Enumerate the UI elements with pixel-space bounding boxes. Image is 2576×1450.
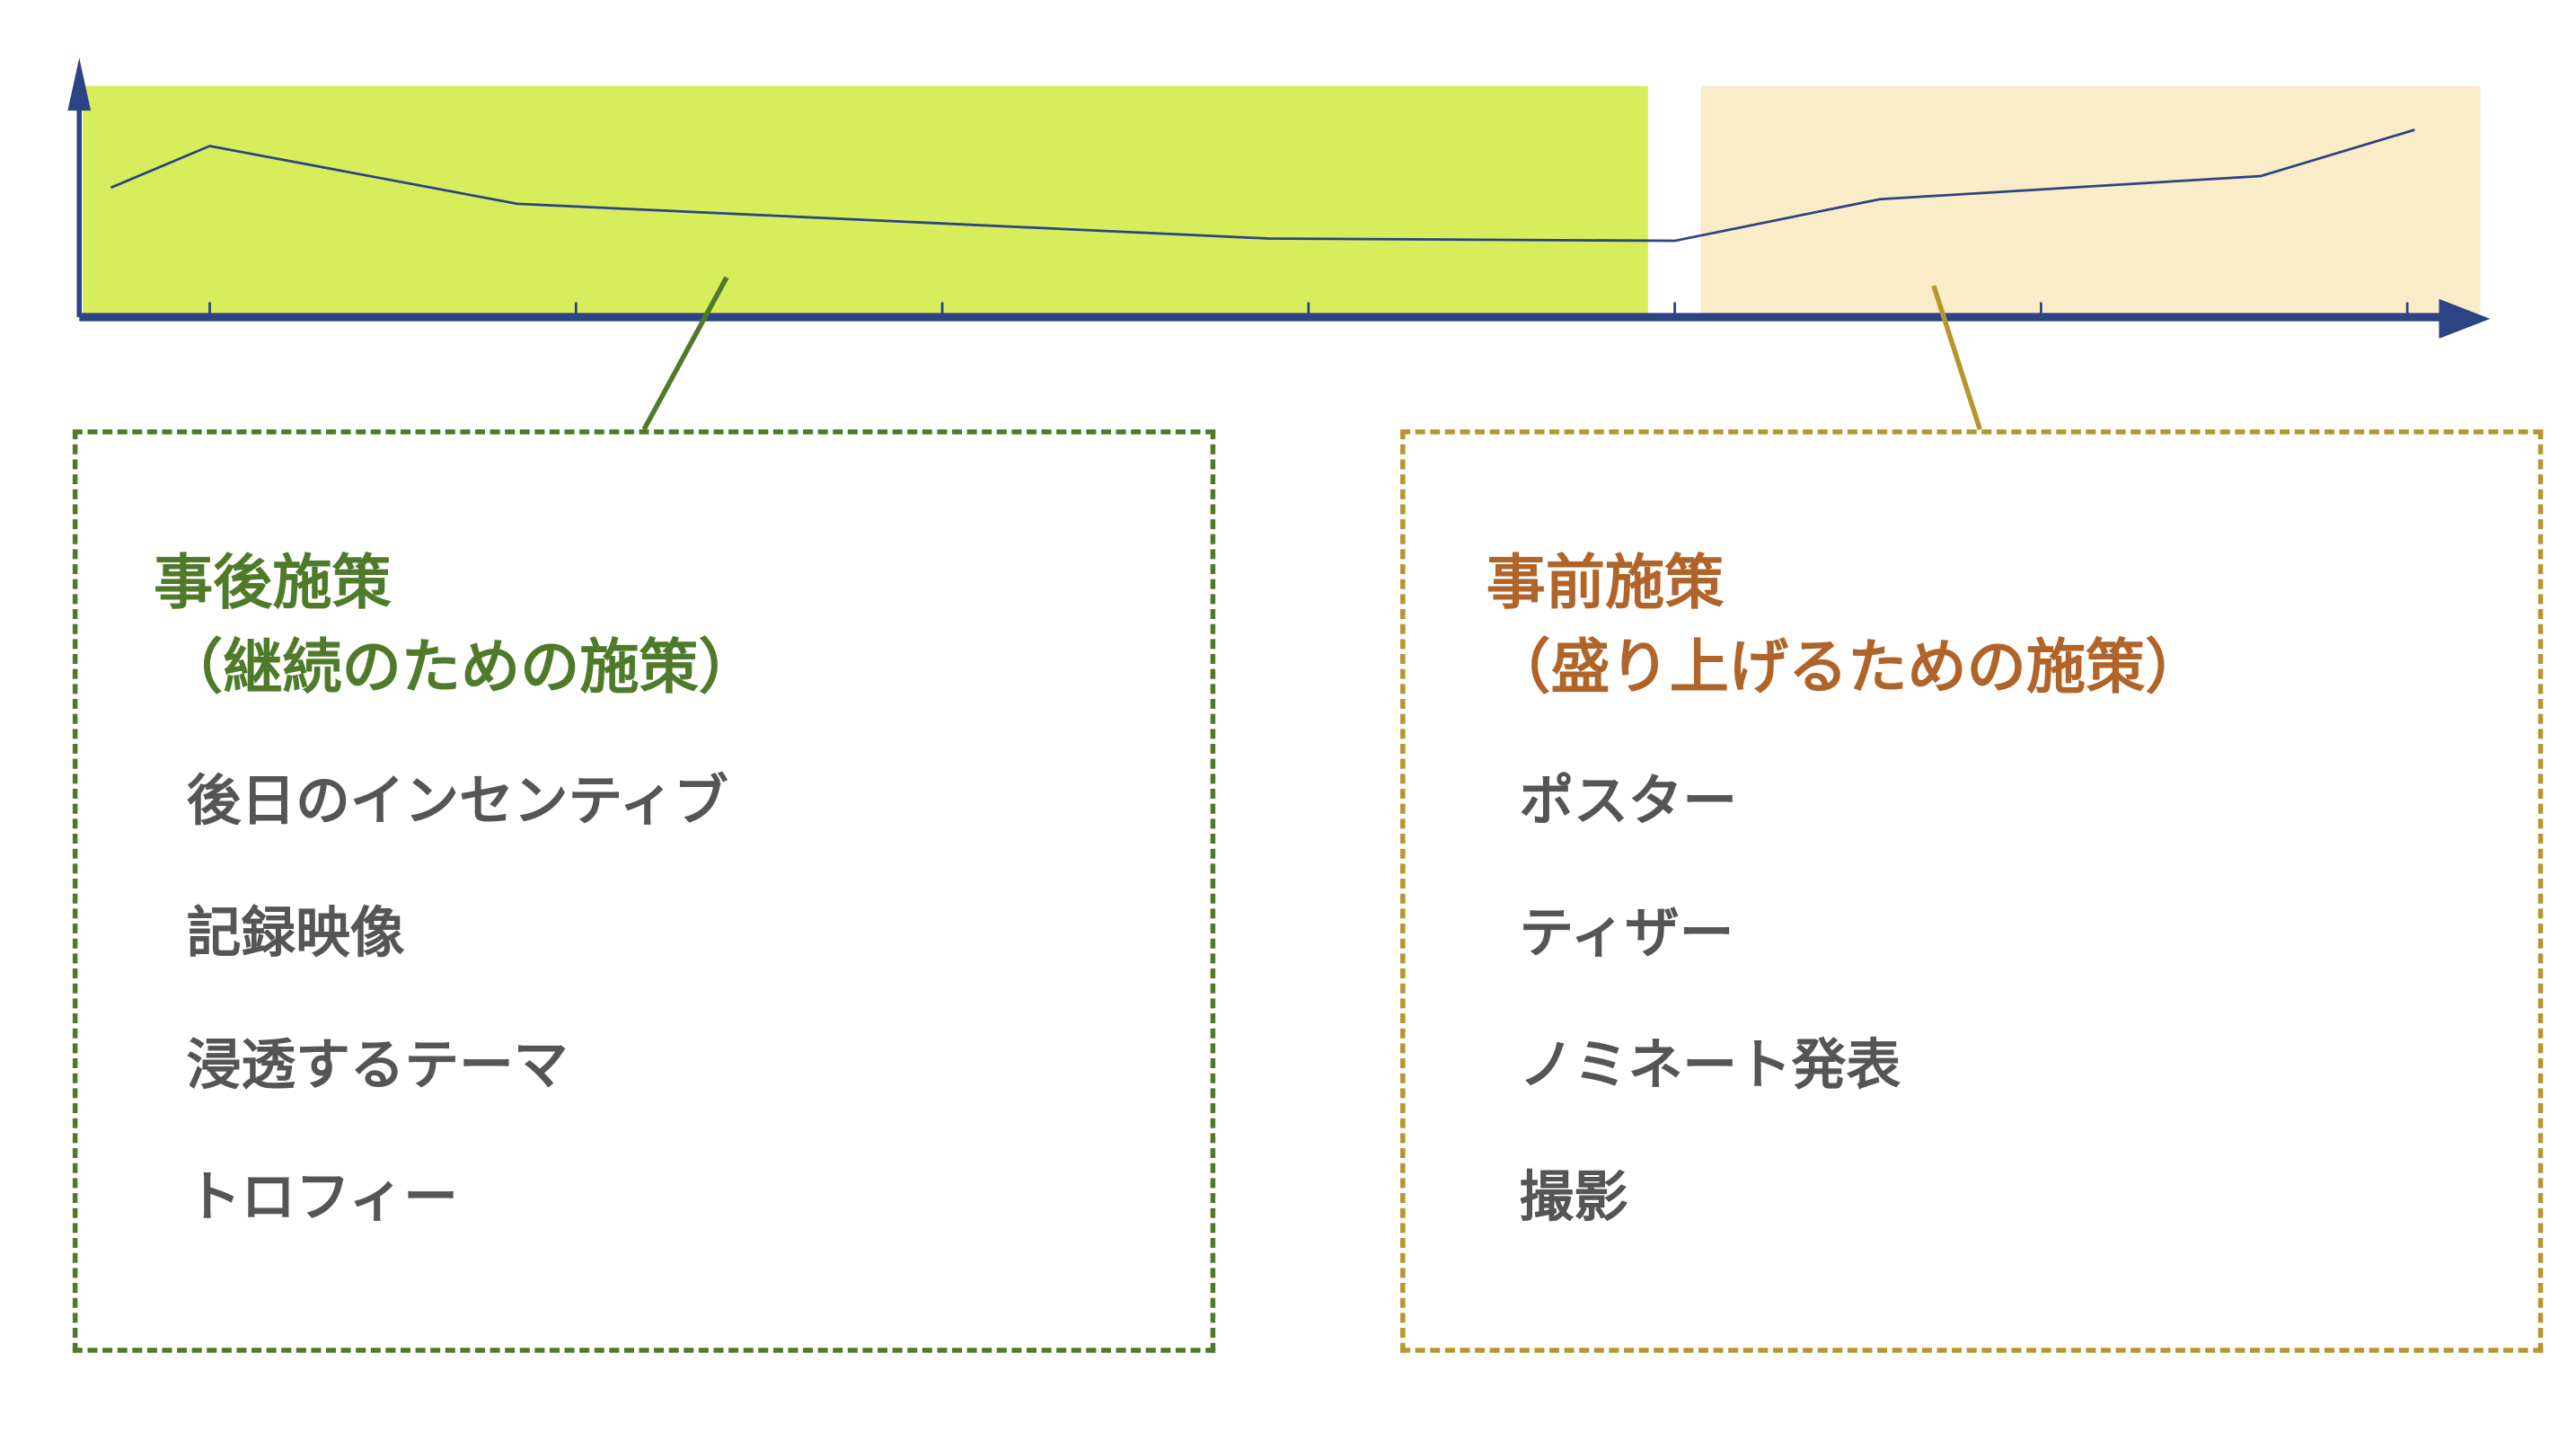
before-title: 事前施策 xyxy=(1486,550,1725,618)
list-item: 後日のインセンティブ xyxy=(186,767,728,833)
list-item: 記録映像 xyxy=(186,899,405,965)
after-region xyxy=(82,85,1648,314)
after-connector xyxy=(641,276,729,431)
before-measures-box: 事前施策 （盛り上げるための施策） ポスター ティザー ノミネート発表 撮影 xyxy=(1400,429,2544,1353)
y-axis-arrow-icon xyxy=(67,57,92,111)
before-connector xyxy=(1931,285,1982,430)
after-title: 事後施策 xyxy=(153,550,392,618)
list-item: トロフィー xyxy=(186,1164,458,1229)
after-subtitle: （継続のための施策） xyxy=(163,633,758,703)
before-region xyxy=(1700,85,2481,314)
list-item: 撮影 xyxy=(1519,1164,1628,1229)
list-item: 浸透するテーマ xyxy=(186,1032,569,1097)
list-item: ティザー xyxy=(1519,899,1734,965)
list-item: ノミネート発表 xyxy=(1519,1032,1901,1097)
x-axis-arrow-icon xyxy=(2439,298,2491,339)
list-item: ポスター xyxy=(1519,767,1738,833)
series-line xyxy=(110,128,2415,243)
before-subtitle: （盛り上げるための施策） xyxy=(1491,633,2205,703)
after-measures-box: 事後施策 （継続のための施策） 後日のインセンティブ 記録映像 浸透するテーマ … xyxy=(72,429,1216,1353)
